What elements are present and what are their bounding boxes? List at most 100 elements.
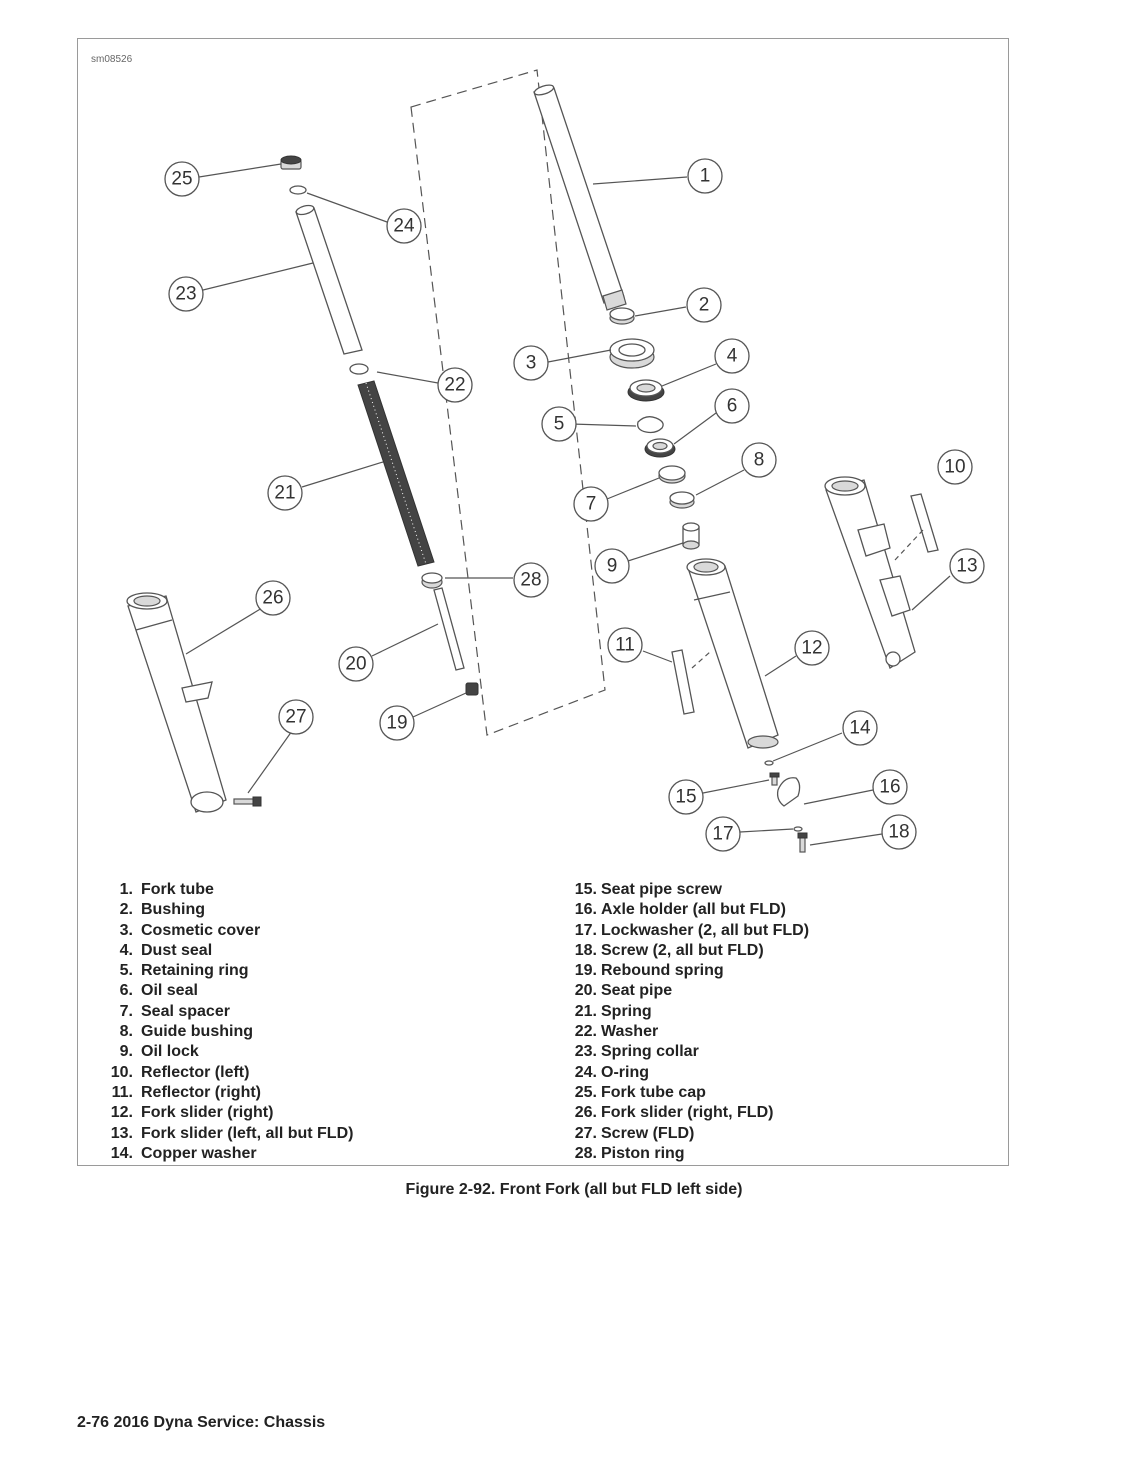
- legend-item: 9.Oil lock: [119, 1043, 199, 1061]
- part-guide-bushing: [669, 491, 695, 509]
- callout-19: 19: [379, 705, 415, 741]
- callout-27: 27: [278, 699, 314, 735]
- callout-4: 4: [714, 338, 750, 374]
- legend-item: 11.Reflector (right): [111, 1083, 261, 1101]
- legend-item: 19.Rebound spring: [574, 962, 724, 980]
- callout-16: 16: [872, 769, 908, 805]
- part-fork-slider-right: [686, 558, 779, 749]
- callout-9: 9: [594, 548, 630, 584]
- svg-text:20: 20: [345, 654, 366, 675]
- part-screw-fld: [233, 796, 262, 807]
- legend-item: 13.Fork slider (left, all but FLD): [110, 1124, 354, 1142]
- legend-item: 21.Spring: [574, 1002, 652, 1020]
- svg-text:1: 1: [700, 166, 711, 187]
- svg-text:21: 21: [274, 483, 295, 504]
- figure-id: sm08526: [91, 54, 133, 65]
- svg-text:2: 2: [699, 295, 710, 316]
- svg-text:25: 25: [171, 169, 192, 190]
- legend-item: 3.Cosmetic cover: [119, 921, 261, 939]
- svg-text:18: 18: [888, 822, 909, 843]
- legend-item: 1.Fork tube: [119, 881, 214, 898]
- legend-item: 5.Retaining ring: [119, 962, 249, 980]
- callout-10: 10: [937, 449, 973, 485]
- part-rebound-spring: [465, 682, 479, 696]
- legend-item: 12.Fork slider (right): [110, 1104, 274, 1122]
- legend-right-column: 15.Seat pipe screw 16.Axle holder (all b…: [570, 880, 809, 1164]
- callout-7: 7: [573, 486, 609, 522]
- callout-3: 3: [513, 345, 549, 381]
- part-piston-ring: [421, 572, 443, 589]
- part-seat-pipe: [433, 587, 465, 671]
- legend-item: 6.Oil seal: [119, 982, 198, 1000]
- svg-text:26: 26: [262, 588, 283, 609]
- callout-17: 17: [705, 816, 741, 852]
- part-reflector-left: [894, 493, 939, 561]
- exploded-fork-diagram: 1 2 3 4 5 6 7 8 9 10 11 12 13 14 15 16 1…: [126, 69, 985, 853]
- assembly-boundary: [410, 69, 606, 736]
- svg-text:8: 8: [754, 450, 765, 471]
- part-spring-collar: [295, 204, 363, 355]
- svg-text:6: 6: [727, 396, 738, 417]
- callout-1: 1: [687, 158, 723, 194]
- svg-text:13: 13: [956, 556, 977, 577]
- svg-text:16: 16: [879, 777, 900, 798]
- legend-item: 7.Seal spacer: [119, 1002, 230, 1020]
- callout-14: 14: [842, 710, 878, 746]
- svg-text:17: 17: [712, 824, 733, 845]
- legend-item: 15.Seat pipe screw: [574, 881, 722, 898]
- svg-text:3: 3: [526, 353, 537, 374]
- legend-item: 22.Washer: [574, 1023, 659, 1041]
- callout-23: 23: [168, 276, 204, 312]
- legend-item: 24.O-ring: [574, 1063, 649, 1081]
- svg-text:7: 7: [586, 494, 597, 515]
- part-fork-tube-cap: [280, 155, 302, 170]
- figure-caption: Figure 2-92. Front Fork (all but FLD lef…: [405, 1181, 743, 1198]
- callout-21: 21: [267, 475, 303, 511]
- legend-item: 18.Screw (2, all but FLD): [574, 941, 764, 959]
- legend-item: 23.Spring collar: [574, 1043, 699, 1061]
- part-oil-seal: [644, 438, 676, 458]
- part-axle-holder: [776, 777, 801, 807]
- svg-text:14: 14: [849, 718, 871, 739]
- part-bushing: [609, 307, 635, 325]
- part-reflector-right: [671, 649, 711, 715]
- part-o-ring: [289, 185, 307, 195]
- part-dust-seal: [627, 379, 665, 402]
- callout-18: 18: [881, 814, 917, 850]
- part-fork-tube: [533, 84, 627, 311]
- callout-2: 2: [686, 287, 722, 323]
- svg-text:15: 15: [675, 787, 696, 808]
- callout-20: 20: [338, 646, 374, 682]
- part-washer: [349, 363, 369, 375]
- part-spring: [357, 380, 435, 567]
- part-fork-slider-fld: [126, 592, 227, 813]
- legend-left-column: 1.Fork tube 2.Bushing 3.Cosmetic cover 4…: [104, 880, 354, 1164]
- legend-item: 28.Piston ring: [574, 1144, 685, 1162]
- legend-item: 20.Seat pipe: [574, 982, 673, 1000]
- svg-text:24: 24: [393, 216, 415, 237]
- svg-text:12: 12: [801, 638, 822, 659]
- legend-item: 17.Lockwasher (2, all but FLD): [574, 921, 810, 939]
- callout-25: 25: [164, 161, 200, 197]
- legend-item: 27.Screw (FLD): [574, 1124, 695, 1142]
- svg-text:5: 5: [554, 414, 565, 435]
- legend-item: 2.Bushing: [119, 901, 205, 919]
- page-footer: 2-76 2016 Dyna Service: Chassis: [77, 1414, 326, 1431]
- svg-text:23: 23: [175, 284, 196, 305]
- callout-13: 13: [949, 548, 985, 584]
- part-cosmetic-cover: [609, 338, 655, 369]
- legend-item: 26.Fork slider (right, FLD): [574, 1104, 774, 1122]
- callout-12: 12: [794, 630, 830, 666]
- legend-item: 8.Guide bushing: [119, 1023, 253, 1041]
- part-seal-spacer: [658, 465, 686, 484]
- callout-6: 6: [714, 388, 750, 424]
- svg-text:9: 9: [607, 556, 618, 577]
- callout-15: 15: [668, 779, 704, 815]
- callout-5: 5: [541, 406, 577, 442]
- svg-text:10: 10: [944, 457, 965, 478]
- legend-item: 10.Reflector (left): [110, 1063, 250, 1081]
- part-seat-pipe-screw: [769, 772, 780, 786]
- callout-24: 24: [386, 208, 422, 244]
- legend-item: 4.Dust seal: [119, 941, 213, 959]
- svg-text:27: 27: [285, 707, 306, 728]
